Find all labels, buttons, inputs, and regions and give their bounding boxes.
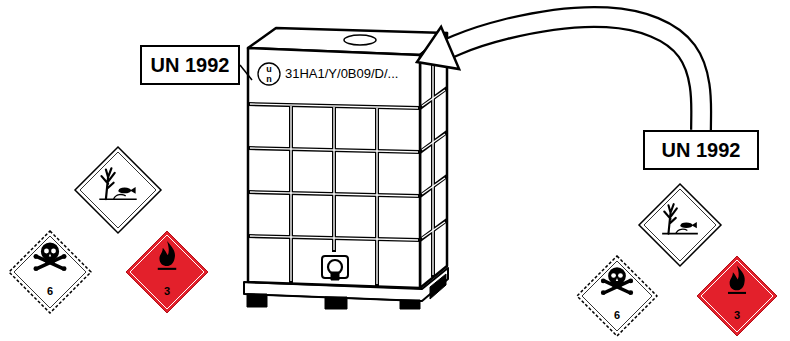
ibc-container <box>244 28 448 309</box>
symbol-letter: n <box>257 74 281 84</box>
marking-code: 31HA1/Y/0B09/D/... <box>284 66 399 81</box>
placard-shape <box>696 255 778 337</box>
un-number: UN 1992 <box>662 139 741 162</box>
curved-arrow <box>417 17 701 130</box>
placard-shape <box>8 230 92 314</box>
un-number-box: UN 1992 <box>643 130 759 170</box>
ibc-marking-panel: 31HA1/Y/0B09/D/...un <box>252 58 417 280</box>
symbol-letter: u <box>257 64 281 74</box>
un-number: UN 1992 <box>151 54 230 77</box>
leader-line <box>240 65 252 80</box>
leader-path <box>240 65 252 80</box>
class-number: 3 <box>696 309 778 321</box>
arrow-shaft <box>450 17 701 130</box>
toxic-placard: 6 <box>576 255 658 337</box>
environment-placard <box>75 147 161 233</box>
class-number: 3 <box>125 285 209 297</box>
arrow-head <box>417 27 459 69</box>
flammable-placard: 3 <box>696 255 778 337</box>
placard-shape <box>125 230 209 314</box>
environment-placard <box>639 184 721 266</box>
class-number: 6 <box>576 309 658 321</box>
placard-shape <box>576 255 658 337</box>
flammable-placard: 3 <box>125 230 209 314</box>
un-number-box: UN 1992 <box>140 45 240 85</box>
arrow-shaft-inner <box>450 17 701 130</box>
un-packaging-symbol: un <box>257 62 281 86</box>
toxic-placard: 6 <box>8 230 92 314</box>
class-number: 6 <box>8 285 92 297</box>
